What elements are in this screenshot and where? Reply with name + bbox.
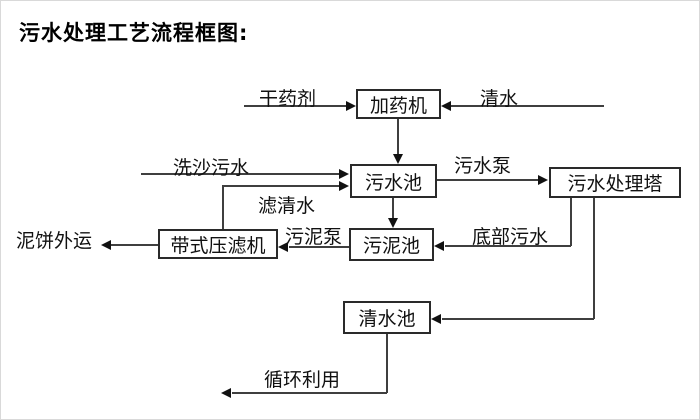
connector-sludge-pump-line	[289, 246, 349, 248]
connector-clean-water-line	[451, 105, 604, 107]
flow-label-sludge-pump: 污泥泵	[285, 226, 343, 248]
node-dosing-machine: 加药机	[356, 89, 441, 119]
flow-label-recycle: 循环利用	[264, 369, 341, 391]
flow-label-bottom-sewage: 底部污水	[472, 226, 549, 248]
flow-label-filtered-water: 滤清水	[258, 195, 316, 217]
arrow-left-icon	[221, 388, 231, 398]
node-sewage-pool-label: 污水池	[364, 171, 422, 194]
arrow-right-icon	[538, 175, 548, 185]
flow-label-clean-water: 清水	[480, 88, 519, 110]
flow-label-dry-chemical: 干药剂	[259, 88, 317, 110]
arrow-right-icon	[346, 101, 356, 111]
connector-sewage-to-sludge-line	[392, 198, 394, 218]
flow-label-mud-cake-out: 泥饼外运	[16, 230, 93, 252]
connector-tower-to-clean-vline	[593, 198, 595, 319]
connector-bottom-sewage-hline	[445, 245, 571, 247]
node-clean-water-pool: 清水池	[343, 301, 431, 334]
arrow-left-icon	[441, 101, 451, 111]
connector-sand-wash-line	[141, 173, 339, 175]
node-belt-filter-press-label: 带式压滤机	[170, 234, 266, 257]
arrow-left-icon	[431, 314, 441, 324]
node-sludge-pool-label: 污泥池	[362, 235, 420, 257]
connector-filtered-water-hline	[222, 185, 339, 187]
arrow-down-icon	[393, 154, 403, 164]
connector-bottom-sewage-vline	[570, 198, 572, 246]
connector-dosing-to-sewage-line	[397, 119, 399, 154]
node-sewage-pool: 污水池	[350, 164, 437, 198]
arrow-left-icon	[434, 241, 444, 251]
node-sludge-pool: 污泥池	[349, 228, 434, 261]
connector-sewage-pump-line	[437, 179, 538, 181]
arrow-left-icon	[101, 240, 111, 250]
connector-tower-to-clean-hline	[442, 318, 594, 320]
page-title: 污水处理工艺流程框图:	[19, 21, 249, 45]
flow-label-sewage-pump: 污水泵	[454, 155, 512, 177]
node-treatment-tower: 污水处理塔	[549, 167, 681, 198]
connector-recycle-vline	[386, 334, 388, 393]
arrow-left-icon	[278, 242, 288, 252]
arrow-right-icon	[339, 169, 349, 179]
node-clean-water-pool-label: 清水池	[358, 308, 416, 330]
node-belt-filter-press: 带式压滤机	[158, 229, 278, 259]
flow-label-sand-wash-sewage: 洗沙污水	[173, 157, 250, 179]
node-dosing-machine-label: 加药机	[369, 94, 427, 117]
node-treatment-tower-label: 污水处理塔	[567, 173, 663, 195]
arrow-right-icon	[339, 181, 349, 191]
connector-filtered-water-vline	[222, 186, 224, 229]
arrow-down-icon	[388, 218, 398, 228]
connector-mud-cake-line	[111, 244, 158, 246]
connector-dry-chemical-line	[244, 105, 346, 107]
connector-recycle-hline	[232, 392, 387, 394]
